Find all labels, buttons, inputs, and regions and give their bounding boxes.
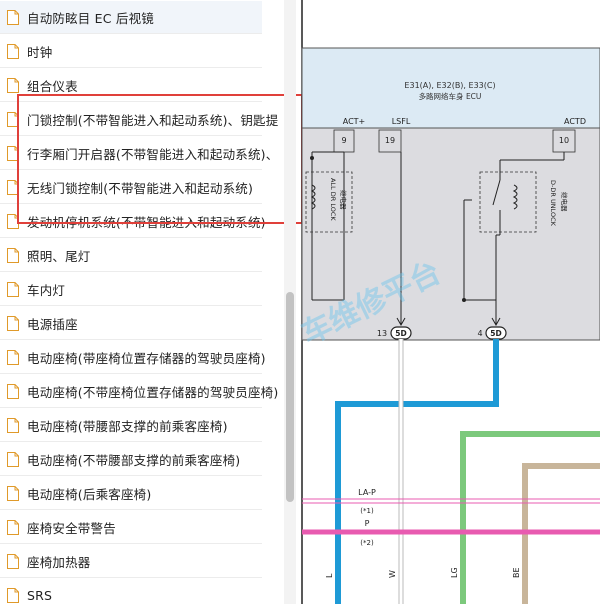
nav-item-wireless-door-lock[interactable]: 无线门锁控制(不带智能进入和起动系统) bbox=[0, 171, 262, 204]
document-icon bbox=[7, 43, 19, 59]
nav-item-label: 门锁控制(不带智能进入和起动系统)、钥匙提 bbox=[27, 112, 279, 128]
nav-item-trunk-opener[interactable]: 行李厢门开启器(不带智能进入和起动系统)、 bbox=[0, 137, 278, 170]
connector-right-pin: 4 bbox=[477, 329, 482, 338]
nav-item-label: 无线门锁控制(不带智能进入和起动系统) bbox=[27, 180, 254, 196]
relay-unlock-box bbox=[479, 171, 537, 233]
nav-item-power-seat-rear[interactable]: 电动座椅(后乘客座椅) bbox=[0, 477, 262, 510]
nav-item-clock[interactable]: 时钟 bbox=[0, 35, 262, 68]
document-icon bbox=[7, 519, 19, 535]
connector-left-pin: 13 bbox=[377, 329, 387, 338]
relay-lock-box bbox=[305, 171, 353, 233]
document-icon bbox=[7, 179, 19, 195]
pin-label-act-plus: ACT+ bbox=[343, 117, 366, 126]
wiring-diagram: E31(A), E32(B), E33(C) 多路网络车身 ECU ACT+ L… bbox=[300, 0, 600, 604]
relay-unlock-sublabel: 继电器 bbox=[560, 192, 569, 212]
document-icon bbox=[7, 77, 19, 93]
nav-item-power-seat-driver-memory[interactable]: 电动座椅(带座椅位置存储器的驾驶员座椅) bbox=[0, 341, 266, 374]
nav-item-label: 电动座椅(不带腰部支撑的前乘客座椅) bbox=[27, 452, 241, 468]
connector-arrow-right bbox=[491, 317, 501, 327]
nav-item-label: 车内灯 bbox=[27, 282, 66, 298]
nav-item-label: 座椅加热器 bbox=[27, 554, 91, 570]
wire-color-l: L bbox=[325, 573, 334, 578]
nav-item-lighting-tail[interactable]: 照明、尾灯 bbox=[0, 239, 262, 272]
nav-item-seat-belt-warning[interactable]: 座椅安全带警告 bbox=[0, 511, 262, 544]
pin-number-19: 19 bbox=[385, 136, 395, 145]
wire-tan bbox=[522, 463, 600, 604]
nav-item-auto-dimming-mirror[interactable]: 自动防眩目 EC 后视镜 bbox=[0, 1, 262, 34]
nav-item-engine-immobiliser[interactable]: 发动机停机系统(不带智能进入和起动系统) bbox=[0, 205, 266, 238]
nav-item-label: 自动防眩目 EC 后视镜 bbox=[27, 10, 154, 26]
pin-label-actd: ACTD bbox=[564, 117, 586, 126]
wire-harness bbox=[302, 339, 600, 604]
relay-unlock-switch bbox=[492, 179, 501, 206]
wire-label-p: P bbox=[365, 519, 370, 528]
ecu-header bbox=[301, 47, 600, 129]
nav-item-interior-light[interactable]: 车内灯 bbox=[0, 273, 262, 306]
wire-note-1: (*1) bbox=[360, 507, 374, 515]
pin-number-9: 9 bbox=[341, 136, 346, 145]
connector-right-code: 5D bbox=[490, 329, 501, 338]
ecu-internal-circuit bbox=[311, 151, 565, 325]
nav-item-label: 电动座椅(不带座椅位置存储器的驾驶员座椅) bbox=[27, 384, 279, 400]
relay-lock-label: ALL DR LOCK bbox=[329, 178, 337, 221]
nav-item-seat-heater[interactable]: 座椅加热器 bbox=[0, 545, 262, 578]
nav-item-power-outlet[interactable]: 电源插座 bbox=[0, 307, 262, 340]
nav-item-label: 时钟 bbox=[27, 44, 53, 60]
wire-color-be: BE bbox=[512, 567, 521, 578]
relay-lock-sublabel: 继电器 bbox=[339, 190, 348, 210]
nav-item-power-seat-driver-no-memory[interactable]: 电动座椅(不带座椅位置存储器的驾驶员座椅) bbox=[0, 375, 278, 408]
document-icon bbox=[7, 587, 19, 603]
wire-label-la-p: LA-P bbox=[358, 488, 376, 497]
nav-item-label: 电动座椅(带腰部支撑的前乘客座椅) bbox=[27, 418, 228, 434]
document-icon bbox=[7, 553, 19, 569]
document-icon bbox=[7, 349, 19, 365]
pin-box-19 bbox=[378, 129, 402, 153]
nav-item-srs[interactable]: SRS bbox=[0, 579, 262, 604]
nav-item-label: 座椅安全带警告 bbox=[27, 520, 116, 536]
nav-item-label: 组合仪表 bbox=[27, 78, 78, 94]
document-icon bbox=[7, 485, 19, 501]
nav-item-label: 照明、尾灯 bbox=[27, 248, 91, 264]
pin-number-10: 10 bbox=[559, 136, 569, 145]
document-icon bbox=[7, 281, 19, 297]
nav-item-label: SRS bbox=[27, 587, 53, 603]
wire-green bbox=[460, 431, 600, 604]
nav-item-label: 电源插座 bbox=[27, 316, 78, 332]
nav-item-label: 发动机停机系统(不带智能进入和起动系统) bbox=[27, 214, 266, 230]
connector-arrow-left bbox=[396, 317, 406, 327]
document-icon bbox=[7, 383, 19, 399]
document-icon bbox=[7, 9, 19, 25]
document-icon bbox=[7, 213, 19, 229]
pin-label-lsfl: LSFL bbox=[392, 117, 411, 126]
document-icon bbox=[7, 451, 19, 467]
document-icon bbox=[7, 111, 19, 127]
nav-item-combination-meter[interactable]: 组合仪表 bbox=[0, 69, 262, 102]
document-icon bbox=[7, 315, 19, 331]
nav-item-power-seat-passenger-lumbar[interactable]: 电动座椅(带腰部支撑的前乘客座椅) bbox=[0, 409, 262, 442]
document-icon bbox=[7, 145, 19, 161]
document-icon bbox=[7, 247, 19, 263]
sidebar-scrollbar[interactable] bbox=[284, 0, 296, 604]
scrollbar-thumb[interactable] bbox=[286, 292, 294, 502]
nav-item-door-lock-control[interactable]: 门锁控制(不带智能进入和起动系统)、钥匙提 bbox=[0, 103, 278, 136]
relay-unlock-label: D-DR UNLOCK bbox=[549, 180, 557, 227]
document-icon bbox=[7, 417, 19, 433]
ecu-body bbox=[301, 127, 600, 341]
wire-color-lg: LG bbox=[450, 567, 459, 578]
nav-item-label: 电动座椅(带座椅位置存储器的驾驶员座椅) bbox=[27, 350, 266, 366]
nav-item-power-seat-passenger-no-lumbar[interactable]: 电动座椅(不带腰部支撑的前乘客座椅) bbox=[0, 443, 262, 476]
nav-item-label: 行李厢门开启器(不带智能进入和起动系统)、 bbox=[27, 146, 279, 162]
junction-dot bbox=[462, 298, 466, 302]
relay-lock-coil bbox=[310, 184, 316, 210]
wire-note-2: (*2) bbox=[360, 539, 374, 547]
wire-color-w: W bbox=[388, 570, 397, 578]
sidebar-nav: 自动防眩目 EC 后视镜 时钟 组合仪表 门锁控制(不带智能进入和起动系统)、钥… bbox=[0, 0, 284, 604]
junction-dot bbox=[310, 156, 314, 160]
nav-item-label: 电动座椅(后乘客座椅) bbox=[27, 486, 152, 502]
ecu-code: E31(A), E32(B), E33(C) bbox=[404, 81, 495, 90]
connector-left-code: 5D bbox=[395, 329, 406, 338]
ecu-name: 多路网络车身 ECU bbox=[419, 91, 482, 101]
wire-blue bbox=[335, 339, 499, 604]
relay-unlock-coil bbox=[512, 184, 518, 210]
